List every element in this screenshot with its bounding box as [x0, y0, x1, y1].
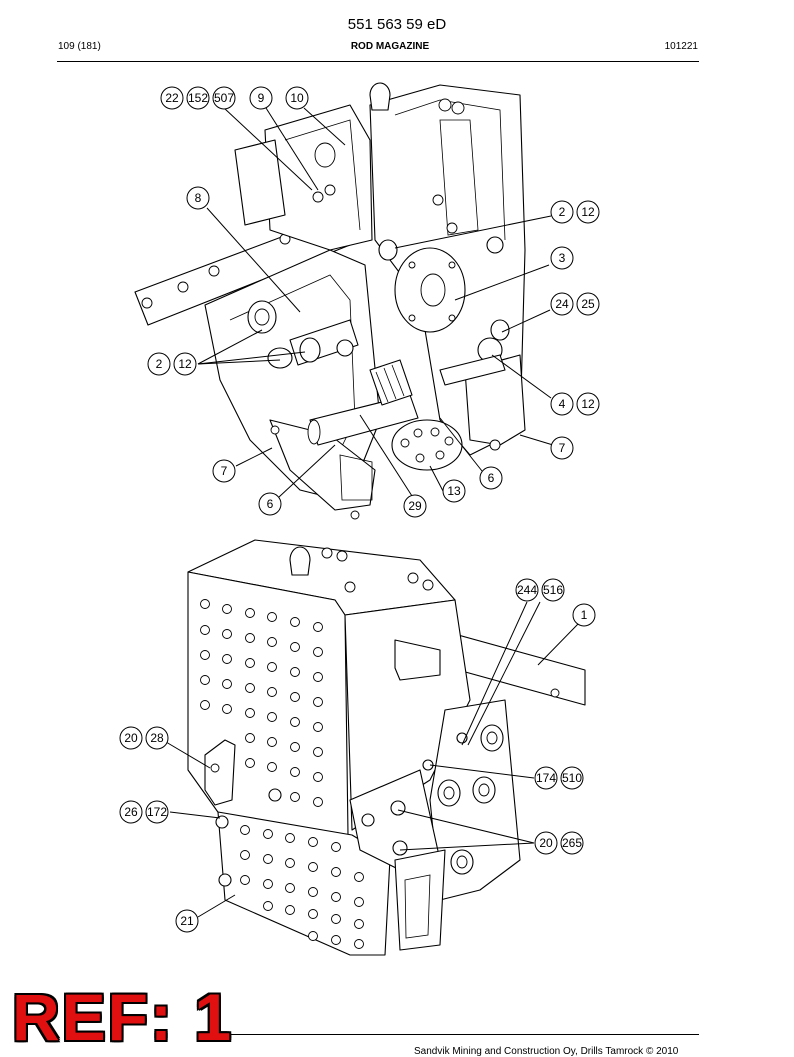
upper-leader-lines	[197, 107, 554, 498]
svg-text:3: 3	[559, 251, 566, 265]
callout-20-right: 20	[534, 831, 558, 855]
callout-510: 510	[560, 766, 584, 790]
svg-text:172: 172	[147, 805, 167, 819]
callout-12-right: 12	[576, 200, 600, 224]
svg-text:10: 10	[290, 91, 304, 105]
svg-text:7: 7	[221, 464, 228, 478]
callout-4: 4	[550, 392, 574, 416]
svg-text:26: 26	[124, 805, 138, 819]
callout-7-left: 7	[212, 459, 236, 483]
footer-copyright: Sandvik Mining and Construction Oy, Dril…	[414, 1046, 679, 1057]
callout-8: 8	[186, 186, 210, 210]
callout-12-lower: 12	[576, 392, 600, 416]
callout-1: 1	[572, 603, 596, 627]
lower-assembly-illustration	[187, 539, 586, 956]
ref-stamp: REF: 1	[12, 980, 234, 1054]
svg-text:29: 29	[408, 499, 422, 513]
upper-callouts: 22 152 507 9 10 8 2 12 3 24 25 2 12 4 12…	[147, 86, 600, 518]
document-number: 551 563 59 eD	[347, 16, 447, 33]
callout-26: 26	[119, 800, 143, 824]
callout-20-left: 20	[119, 726, 143, 750]
callout-516: 516	[541, 578, 565, 602]
svg-text:507: 507	[214, 91, 234, 105]
svg-text:9: 9	[258, 91, 265, 105]
callout-265: 265	[560, 831, 584, 855]
svg-text:6: 6	[267, 497, 274, 511]
svg-text:20: 20	[539, 836, 553, 850]
callout-507: 507	[212, 86, 236, 110]
svg-text:2: 2	[559, 205, 566, 219]
svg-text:8: 8	[195, 191, 202, 205]
callout-10: 10	[285, 86, 309, 110]
callout-172: 172	[145, 800, 169, 824]
upper-assembly-illustration	[134, 82, 526, 520]
callout-2-left: 2	[147, 352, 171, 376]
svg-text:265: 265	[562, 836, 582, 850]
svg-text:6: 6	[488, 471, 495, 485]
svg-text:24: 24	[555, 297, 569, 311]
callout-21: 21	[175, 909, 199, 933]
svg-text:12: 12	[178, 357, 192, 371]
callout-22: 22	[160, 86, 184, 110]
callout-24: 24	[550, 292, 574, 316]
section-title: ROD MAGAZINE	[350, 41, 430, 52]
svg-text:174: 174	[536, 771, 556, 785]
svg-text:13: 13	[447, 484, 461, 498]
svg-text:22: 22	[165, 91, 179, 105]
callout-152: 152	[186, 86, 210, 110]
page-number: 109 (181)	[58, 41, 101, 52]
callout-28: 28	[145, 726, 169, 750]
svg-text:20: 20	[124, 731, 138, 745]
lower-callouts: 244 516 1 20 28 174 510 26 172 20 265 21	[119, 578, 596, 933]
callout-7-right: 7	[550, 436, 574, 460]
date-code: 101221	[664, 41, 698, 52]
svg-text:25: 25	[581, 297, 595, 311]
lower-panel-perforations	[240, 825, 364, 949]
callout-6-left: 6	[258, 492, 282, 516]
svg-text:4: 4	[559, 397, 566, 411]
callout-9: 9	[249, 86, 273, 110]
lower-leader-lines	[165, 601, 579, 918]
svg-text:516: 516	[543, 583, 563, 597]
callout-244: 244	[515, 578, 539, 602]
svg-text:510: 510	[562, 771, 582, 785]
svg-text:12: 12	[581, 397, 595, 411]
svg-text:7: 7	[559, 441, 566, 455]
footer-rule	[230, 1034, 699, 1035]
callout-29: 29	[403, 494, 427, 518]
svg-text:21: 21	[180, 914, 194, 928]
svg-text:152: 152	[188, 91, 208, 105]
svg-text:244: 244	[517, 583, 537, 597]
svg-text:28: 28	[150, 731, 164, 745]
callout-6-right: 6	[479, 466, 503, 490]
callout-13: 13	[442, 479, 466, 503]
callout-2-right: 2	[550, 200, 574, 224]
svg-text:2: 2	[156, 357, 163, 371]
callout-174: 174	[534, 766, 558, 790]
header-rule	[57, 61, 699, 62]
callout-12-left: 12	[173, 352, 197, 376]
front-panel-perforations	[200, 599, 323, 807]
callout-25: 25	[576, 292, 600, 316]
svg-text:1: 1	[581, 608, 588, 622]
callout-3: 3	[550, 246, 574, 270]
svg-text:12: 12	[581, 205, 595, 219]
